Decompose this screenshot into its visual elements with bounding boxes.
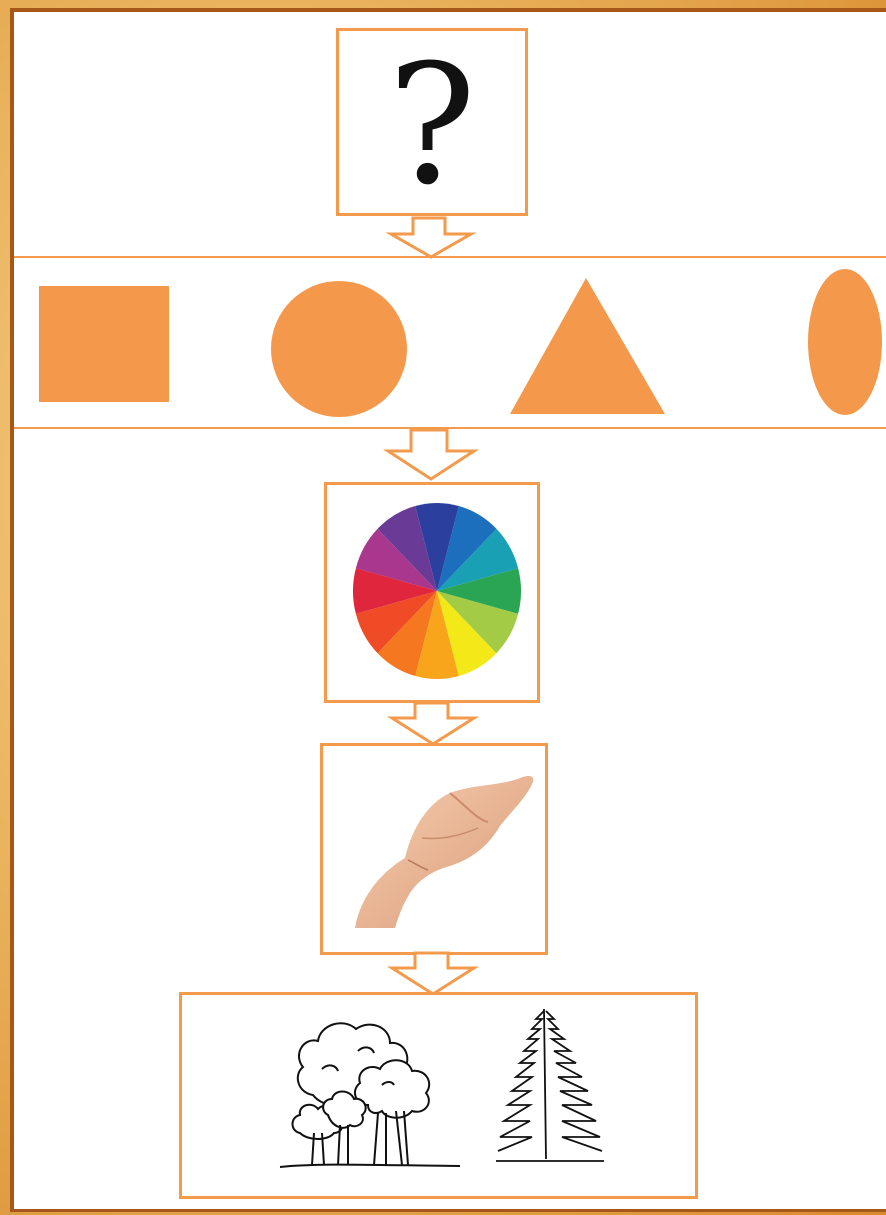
down-arrow-3 bbox=[390, 702, 476, 746]
fir-tree-icon bbox=[492, 1005, 607, 1167]
color-wheel-icon bbox=[352, 502, 522, 680]
deciduous-trees-icon bbox=[278, 1015, 463, 1173]
open-palm-hand-icon bbox=[350, 768, 540, 933]
circle-shape bbox=[271, 281, 407, 417]
down-arrow-4 bbox=[390, 952, 476, 996]
square-shape bbox=[39, 286, 169, 402]
triangle-shape bbox=[510, 278, 665, 414]
down-arrow-2 bbox=[385, 429, 477, 481]
oval-shape bbox=[808, 269, 882, 415]
